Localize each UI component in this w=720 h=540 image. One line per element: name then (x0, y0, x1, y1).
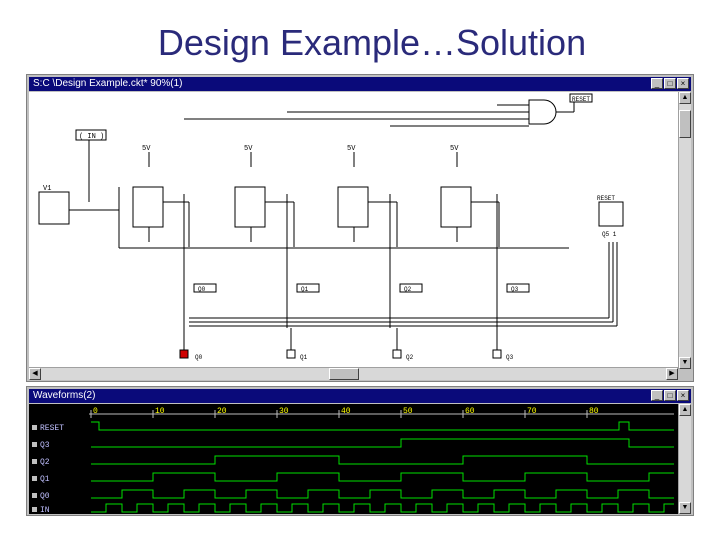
probe-q3-label: Q3 (506, 354, 514, 361)
waveform-titlebar: Waveforms(2) (29, 389, 691, 403)
probe-q2-label: Q2 (406, 354, 414, 361)
input-label: ( IN ) (79, 133, 104, 141)
signal-q2-label: Q2 (40, 458, 50, 467)
signal-in-label: IN (40, 506, 50, 514)
vertical-scroll-thumb[interactable] (679, 110, 691, 138)
signal-reset-label: RESET (40, 424, 64, 433)
slide-title: Design Example…Solution (157, 22, 587, 63)
waveform-in-trace (91, 503, 674, 513)
signal-q1-label: Q1 (40, 475, 50, 484)
q0-label: Q0 (198, 286, 206, 293)
reset-block-label: RESET (597, 195, 615, 202)
tick-0: 0 (93, 407, 98, 416)
tick-30: 30 (279, 407, 289, 416)
tick-50: 50 (403, 407, 413, 416)
scroll-right-button[interactable]: ▶ (666, 368, 678, 380)
probe-q1-label: Q1 (300, 354, 308, 361)
waveform-plot: 0 10 20 30 40 50 60 70 80 RESET Q3 Q2 Q1 (29, 404, 674, 514)
signal-q0-label: Q0 (40, 492, 50, 501)
schematic-vertical-scrollbar[interactable]: ▲ ▼ (678, 92, 691, 369)
close-button[interactable]: × (677, 78, 689, 89)
schematic-titlebar: S:C \Design Example.ckt* 90%(1) (29, 77, 691, 91)
tick-70: 70 (527, 407, 537, 416)
generator-label: V1 (43, 185, 51, 193)
maximize-button[interactable]: □ (664, 78, 676, 89)
reset-out-label: Q5 1 (602, 231, 617, 238)
schematic-window: S:C \Design Example.ckt* 90%(1) _ □ × (26, 74, 694, 382)
waveform-scroll-down-button[interactable]: ▼ (679, 502, 691, 514)
waveform-window: Waveforms(2) _ □ × 0 10 20 30 40 50 60 (26, 386, 694, 516)
tick-20: 20 (217, 407, 227, 416)
five-v-label-1: 5V (142, 145, 151, 153)
five-v-label-2: 5V (244, 145, 253, 153)
q2-label: Q2 (404, 286, 412, 293)
schematic-diagram: ( IN ) V1 5V 5V 5V 5V RESET RESET Q5 1 Q… (38, 93, 624, 361)
signal-q3-label: Q3 (40, 441, 50, 450)
five-v-label-3: 5V (347, 145, 356, 153)
tick-40: 40 (341, 407, 351, 416)
waveform-q0-trace (91, 489, 674, 499)
minimize-button[interactable]: _ (651, 78, 663, 89)
probe-q0-label: Q0 (195, 354, 203, 361)
tick-60: 60 (465, 407, 475, 416)
waveform-close-button[interactable]: × (677, 390, 689, 401)
waveform-reset-trace (91, 421, 674, 431)
horizontal-scroll-thumb[interactable] (329, 368, 359, 380)
reset-label: RESET (572, 96, 590, 103)
q1-label: Q1 (301, 286, 309, 293)
waveform-maximize-button[interactable]: □ (664, 390, 676, 401)
tick-80: 80 (589, 407, 599, 416)
schematic-window-title: S:C \Design Example.ckt* 90%(1) (33, 78, 183, 89)
waveform-canvas[interactable]: 0 10 20 30 40 50 60 70 80 RESET Q3 Q2 Q1 (29, 404, 678, 514)
q3-label: Q3 (511, 286, 519, 293)
scroll-down-button[interactable]: ▼ (679, 357, 691, 369)
waveform-scroll-up-button[interactable]: ▲ (679, 404, 691, 416)
schematic-horizontal-scrollbar[interactable]: ◀ ▶ (29, 367, 678, 380)
tick-10: 10 (155, 407, 165, 416)
waveform-q1-trace (91, 472, 674, 482)
schematic-canvas[interactable]: ( IN ) V1 5V 5V 5V 5V RESET RESET Q5 1 Q… (29, 92, 678, 369)
waveform-q3-trace (91, 438, 674, 448)
waveform-minimize-button[interactable]: _ (651, 390, 663, 401)
waveform-vertical-scrollbar[interactable]: ▲ ▼ (678, 404, 691, 514)
scroll-up-button[interactable]: ▲ (679, 92, 691, 104)
waveform-window-title: Waveforms(2) (33, 390, 96, 401)
five-v-label-4: 5V (450, 145, 459, 153)
scroll-left-button[interactable]: ◀ (29, 368, 41, 380)
waveform-q2-trace (91, 455, 674, 465)
